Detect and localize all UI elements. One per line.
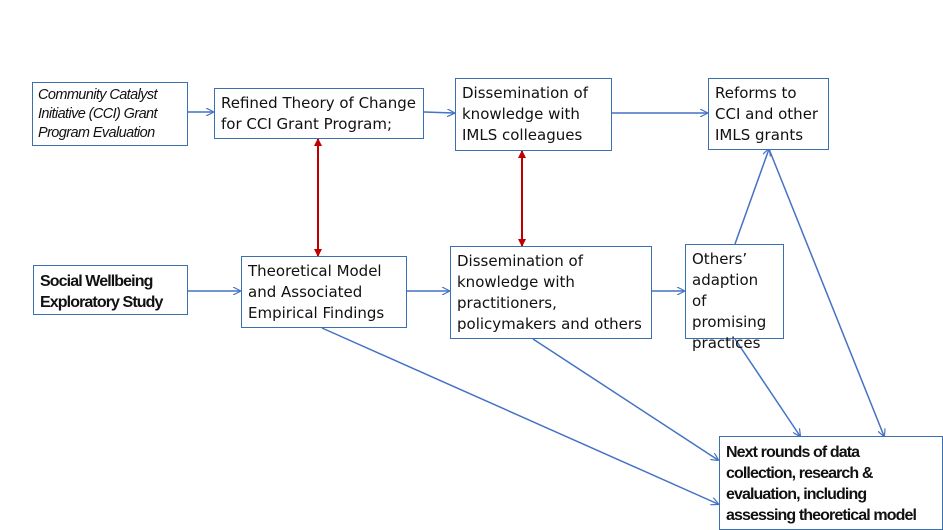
node-dissemination-practitioners: Dissemination of knowledge with practiti… <box>450 246 652 339</box>
node-theoretical-model: Theoretical Model and Associated Empiric… <box>241 256 407 328</box>
node-others-adaption: Others’ adaption of promising practices <box>685 244 784 352</box>
node-reforms: Reforms to CCI and other IMLS grants <box>708 78 829 150</box>
node-social-wellbeing-study: Social Wellbeing Exploratory Study <box>33 265 188 315</box>
arrow-theoretical-model-to-next-rounds <box>321 327 718 504</box>
arrow-others-to-reforms <box>734 149 769 245</box>
arrow-dissem-practitioners-to-next-rounds <box>532 338 718 460</box>
arrow-refined-toc-to-dissem-imls <box>423 112 454 113</box>
arrow-others-to-next-rounds <box>734 338 800 436</box>
node-dissemination-imls: Dissemination of knowledge with IMLS col… <box>455 78 612 151</box>
arrow-reforms-to-next-rounds <box>768 148 884 436</box>
node-next-rounds: Next rounds of data collection, research… <box>719 436 943 530</box>
node-cci-grant-evaluation: Community Catalyst Initiative (CCI) Gran… <box>32 82 188 146</box>
node-refined-theory-of-change: Refined Theory of Change for CCI Grant P… <box>214 88 424 139</box>
